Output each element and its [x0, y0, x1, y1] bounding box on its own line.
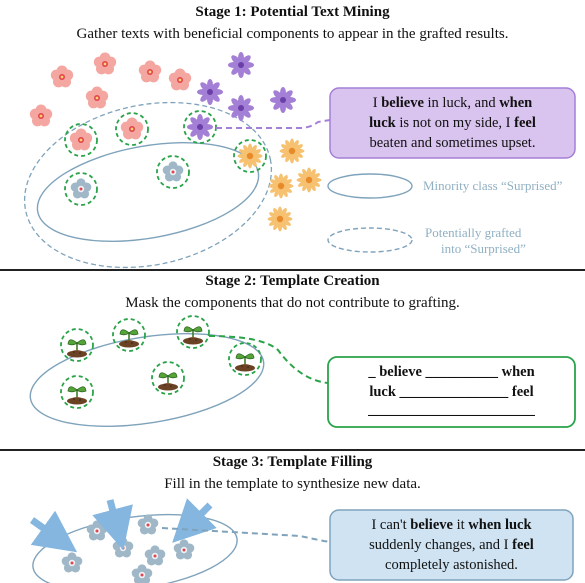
selected-marker: [60, 375, 94, 409]
stage3-example-text: I can't believe it when luck suddenly cha…: [330, 515, 573, 575]
pink-flower-icon: [138, 60, 162, 83]
blue-flower-icon: [137, 514, 159, 535]
stage1-title: Stage 1: Potential Text Mining: [195, 4, 390, 20]
purple-flower-icon: [228, 52, 254, 78]
highlighted-word: believe: [381, 95, 424, 111]
text-run: I: [372, 95, 382, 111]
text-run: suddenly changes, and I: [369, 537, 513, 553]
sprout-icon: [157, 371, 179, 392]
selected-marker: [228, 342, 262, 376]
legend-minority-glyph: [327, 173, 413, 199]
text-run: beaten and sometimes upset.: [369, 135, 536, 151]
stage3-subtitle: Fill in the template to synthesize new d…: [164, 476, 421, 492]
template-line-2: luck _______________ feel: [369, 384, 534, 400]
text-run: I can't: [371, 517, 411, 533]
selected-marker: [233, 139, 267, 173]
connector-line: [161, 527, 331, 543]
yellow-flower-icon: [279, 138, 305, 164]
pink-flower-icon: [29, 104, 53, 127]
blue-flower-icon: [173, 539, 195, 560]
purple-flower-icon: [270, 87, 296, 113]
purple-flower-icon: [197, 79, 223, 105]
legend-grafted-label-line1: Potentially grafted: [425, 225, 522, 240]
selected-marker: [156, 155, 190, 189]
legend-grafted-label-line2: into “Surprised”: [441, 241, 526, 256]
yellow-flower-icon: [267, 206, 293, 232]
blue-flower-icon: [70, 178, 92, 199]
template-line-3: _______________________: [368, 402, 535, 418]
sprout-icon: [66, 338, 88, 359]
pink-flower-icon: [69, 128, 93, 151]
pink-flower-icon: [168, 68, 192, 91]
minority-class-ellipse: [29, 332, 265, 428]
sprout-icon: [182, 325, 204, 346]
text-run: it: [452, 517, 469, 533]
stage3-title: Stage 3: Template Filling: [212, 454, 373, 470]
generated-text-box: [329, 509, 574, 581]
sprout-icon: [234, 352, 256, 373]
highlighted-word: feel: [514, 115, 536, 131]
stage1-example-text: I believe in luck, and when luck is not o…: [330, 93, 575, 153]
highlighted-word: when: [499, 95, 533, 111]
stage-divider: [0, 269, 585, 271]
selected-marker: [64, 172, 98, 206]
yellow-flower-icon: [237, 143, 263, 169]
pink-flower-icon: [50, 65, 74, 88]
selected-marker: [60, 328, 94, 362]
stage1-subtitle: Gather texts with beneficial components …: [76, 26, 509, 42]
arrow-icon: [29, 510, 78, 553]
stage1-graphic: [23, 52, 576, 269]
purple-flower-icon: [228, 95, 254, 121]
example-text-box: [329, 87, 576, 159]
blue-flower-icon: [86, 520, 108, 541]
stage3-graphic: [29, 498, 574, 583]
highlighted-word: when luck: [468, 517, 532, 533]
blue-flower-icon: [162, 161, 184, 182]
selected-marker: [176, 315, 210, 349]
yellow-flower-icon: [268, 173, 294, 199]
text-run: completely astonished.: [385, 557, 518, 573]
highlighted-word: believe: [410, 517, 453, 533]
text-run: in luck, and: [423, 95, 500, 111]
connector-line: [216, 119, 331, 129]
pink-flower-icon: [93, 52, 117, 75]
stage2-title: Stage 2: Template Creation: [205, 273, 380, 289]
text-run: is not on my side, I: [395, 115, 515, 131]
selected-marker: [64, 123, 98, 157]
blue-flower-icon: [144, 545, 166, 566]
template-box: [327, 356, 576, 428]
stage2-subtitle: Mask the components that do not contribu…: [125, 295, 460, 311]
selected-marker: [112, 318, 146, 352]
minority-class-ellipse: [36, 142, 260, 242]
pink-flower-icon: [85, 86, 109, 109]
purple-flower-icon: [187, 114, 213, 140]
arrow-icon: [172, 498, 217, 543]
legend-minority-label: Minority class “Surprised”: [423, 178, 563, 193]
highlighted-word: luck: [369, 115, 396, 131]
blue-flower-icon: [61, 552, 83, 573]
arrow-icon: [92, 499, 133, 551]
stage-divider: [0, 449, 585, 451]
legend-grafted-glyph: [327, 227, 413, 253]
selected-marker: [115, 112, 149, 146]
blue-flower-icon: [131, 564, 153, 583]
grafted-region-ellipse: [23, 101, 273, 269]
stage2-graphic: [29, 315, 576, 428]
selected-marker: [151, 361, 185, 395]
pink-flower-icon: [120, 117, 144, 140]
template-line-1: _ believe __________ when: [368, 364, 535, 380]
blue-flower-icon: [112, 537, 134, 558]
sprout-icon: [66, 385, 88, 406]
highlighted-word: feel: [512, 537, 534, 553]
connector-line: [208, 335, 329, 384]
yellow-flower-icon: [296, 167, 322, 193]
